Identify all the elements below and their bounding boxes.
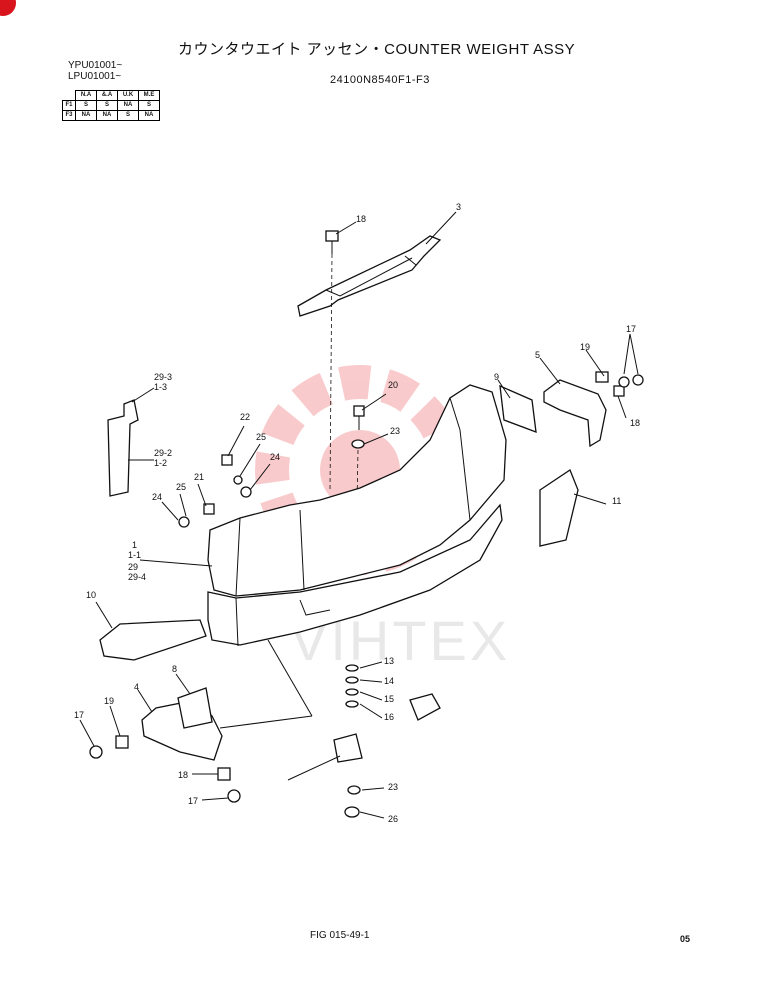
callout-9: 9 <box>494 372 499 382</box>
bolts-17-18-19-lower-left <box>89 735 241 803</box>
bracket-5 <box>543 379 607 448</box>
callout-18: 18 <box>178 770 188 780</box>
serial-range-2: LPU01001~ <box>68 71 122 82</box>
leader-lines <box>79 211 639 819</box>
callout-17: 17 <box>626 324 636 334</box>
callout-18: 18 <box>356 214 366 224</box>
corner-mark <box>0 0 16 16</box>
callout-25: 25 <box>256 432 266 442</box>
callout-1-3: 1-3 <box>154 382 167 392</box>
callout-19: 19 <box>580 342 590 352</box>
callout-17: 17 <box>74 710 84 720</box>
top-bracket-part-3 <box>297 235 442 317</box>
callout-24: 24 <box>270 452 280 462</box>
callout-19: 19 <box>104 696 114 706</box>
bolts-17-19-right <box>595 371 644 397</box>
page-number: 05 <box>680 934 691 944</box>
callout-1-1: 1-1 <box>128 550 141 560</box>
callout-10: 10 <box>86 590 96 600</box>
callout-5: 5 <box>535 350 540 360</box>
callout-29-4: 29-4 <box>128 572 146 582</box>
alignment-line <box>329 253 333 491</box>
callout-29-2: 29-2 <box>154 448 172 458</box>
callout-20: 20 <box>388 380 398 390</box>
serial-range-1: YPU01001~ <box>68 60 123 71</box>
table-cell: NA <box>138 110 160 121</box>
callout-labels: 3 18 17 19 5 9 18 29-3 1-3 29-2 1-2 22 2… <box>74 202 640 824</box>
callout-16: 16 <box>384 712 394 722</box>
callout-29: 29 <box>128 562 138 572</box>
callout-29-3: 29-3 <box>154 372 172 382</box>
callout-11: 11 <box>612 496 621 506</box>
callout-24: 24 <box>152 492 162 502</box>
callout-23: 23 <box>388 782 398 792</box>
callout-15: 15 <box>384 694 394 704</box>
model-applicability-table: N.A &.A U.K M.E F1 S S NA S F3 NA NA S N… <box>62 90 160 121</box>
counterweight-body-part-1 <box>207 384 507 647</box>
callout-22: 22 <box>240 412 250 422</box>
callout-26: 26 <box>388 814 398 824</box>
callout-23: 23 <box>390 426 400 436</box>
callout-13: 13 <box>384 656 394 666</box>
callout-8: 8 <box>172 664 177 674</box>
bracket-10 <box>99 619 207 661</box>
plate-9-bracket <box>499 384 537 433</box>
table-row: F3 NA NA S NA <box>62 110 160 121</box>
callout-14: 14 <box>384 676 394 686</box>
callout-25: 25 <box>176 482 186 492</box>
bracket-11 <box>539 469 579 547</box>
bolt-20-washer-23 <box>351 405 365 449</box>
figure-number: FIG 015-49-1 <box>310 930 370 941</box>
callout-21: 21 <box>194 472 204 482</box>
bracket-4-8 <box>141 687 223 761</box>
callout-18: 18 <box>630 418 640 428</box>
callout-1: 1 <box>132 540 137 550</box>
callout-3: 3 <box>456 202 461 212</box>
page-title: カウンタウエイト アッセン・COUNTER WEIGHT ASSY <box>178 41 576 58</box>
callout-1-2: 1-2 <box>154 458 167 468</box>
bolts-21-22-left <box>178 454 252 528</box>
lower-support-stack <box>333 664 441 818</box>
left-post-part-29 <box>107 399 139 497</box>
assembly-part-number: 24100N8540F1-F3 <box>330 74 430 86</box>
bolt-18-top <box>325 230 339 254</box>
callout-4: 4 <box>134 682 139 692</box>
callout-17: 17 <box>188 796 198 806</box>
